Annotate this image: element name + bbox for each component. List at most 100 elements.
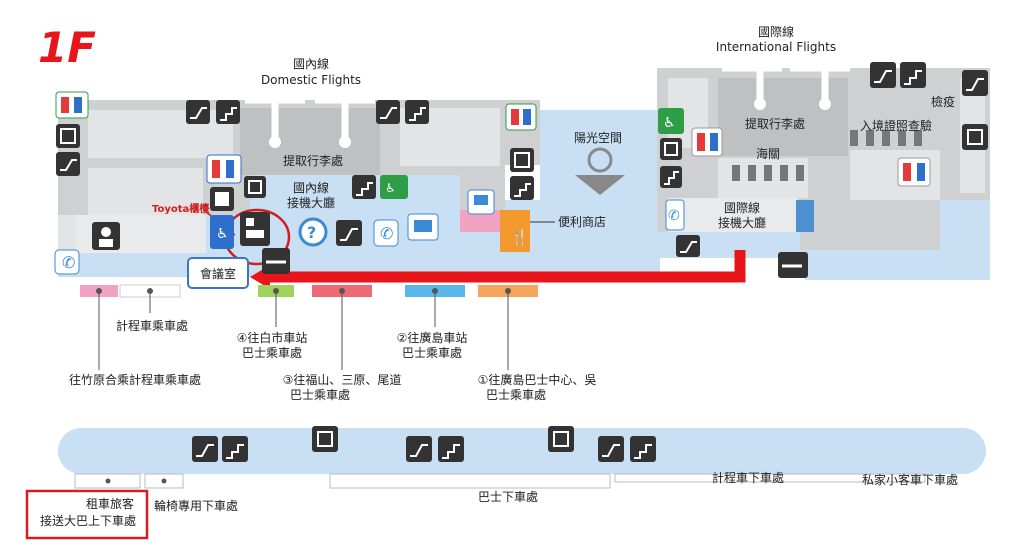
elevator-icon (962, 124, 988, 150)
svg-text:?: ? (307, 223, 316, 242)
rental-car-icon[interactable] (240, 212, 270, 246)
arrival-hall-domestic-2: 接機大廳 (287, 195, 335, 210)
restroom-icon (691, 127, 723, 157)
phone-icon[interactable]: ✆ (665, 199, 685, 231)
customs-label: 海關 (756, 146, 780, 161)
elevator-icon (510, 148, 534, 172)
baggage-claim-domestic: 提取行李處 (283, 153, 343, 168)
restaurant-icon[interactable]: 🍴 (505, 224, 529, 248)
accessible-restroom-icon: ♿ (658, 108, 684, 134)
domestic-carousels (245, 96, 375, 148)
bus2-line1: ②往廣島車站 (397, 330, 468, 345)
restroom-icon (206, 154, 242, 184)
bus1-line2: 巴士乘車處 (486, 388, 546, 402)
meeting-room[interactable] (187, 257, 249, 289)
stairs-icon (222, 436, 248, 462)
escalator-icon (186, 100, 210, 124)
sunlight-space-label: 陽光空間 (574, 131, 622, 145)
arrival-hall-intl-2: 接機大廳 (718, 215, 766, 230)
elevator-icon (244, 176, 266, 198)
taxi-dropoff-label: 計程車下車處 (712, 470, 784, 485)
international-title-en: International Flights (716, 40, 836, 54)
stop-markers (80, 284, 538, 298)
baggage-claim-intl: 提取行李處 (745, 116, 805, 131)
rental-line1: 租車旅客 (86, 496, 134, 511)
bus3-line2: 巴士乘車處 (290, 388, 350, 402)
bus2-line2: 巴士乘車處 (402, 346, 462, 360)
bus4-line1: ④往白市車站 (237, 330, 308, 345)
customs-booths (732, 130, 922, 181)
restroom-icon (55, 91, 89, 119)
restroom-icon: ♿ (380, 175, 408, 199)
intl-blue-column (796, 200, 814, 232)
svg-text:🍴: 🍴 (510, 228, 529, 246)
escalator-icon (56, 152, 80, 176)
quarantine-label: 檢疫 (931, 94, 955, 109)
restroom-icon (897, 157, 931, 187)
stairs-icon (630, 436, 656, 462)
dropoff-zones (74, 473, 926, 489)
phone-icon[interactable]: ✆ (373, 219, 399, 247)
domestic-title-zh: 國內線 (293, 56, 329, 71)
stairs-icon (900, 62, 926, 88)
escalator-icon (406, 436, 432, 462)
phone-icon[interactable]: ✆ (54, 249, 80, 275)
elevator-icon (312, 426, 338, 452)
international-title-zh: 國際線 (758, 24, 794, 39)
stairs-icon (438, 436, 464, 462)
elevator-icon (56, 124, 80, 148)
arrival-hall-intl-1: 國際線 (724, 200, 760, 215)
bus-dropoff-label: 巴士下車處 (478, 490, 538, 504)
bus3-line1: ③往福山、三原、尾道 (283, 372, 402, 387)
bus4-line2: 巴士乘車處 (242, 346, 302, 360)
stairs-icon (660, 166, 682, 188)
sunlight-space (575, 147, 625, 195)
escalator-icon (336, 220, 362, 246)
smoking-area-icon (778, 252, 808, 278)
escalator-icon (598, 436, 624, 462)
stairs-icon (216, 100, 240, 124)
svg-text:♿: ♿ (385, 181, 396, 195)
shared-taxi-label: 往竹原合乘計程車乘車處 (69, 372, 201, 387)
service-counter-icon (407, 213, 439, 241)
svg-text:♿: ♿ (663, 115, 676, 131)
immigration-label: 入境證照查驗 (860, 118, 932, 133)
escalator-icon (376, 100, 400, 124)
stairs-icon (405, 100, 429, 124)
international-carousels (722, 64, 850, 110)
arrival-hall-domestic-1: 國內線 (293, 180, 329, 195)
elevator-icon (660, 138, 682, 160)
restroom-icon (505, 103, 537, 131)
police-icon (92, 222, 120, 250)
stop-leaders (96, 288, 511, 370)
atm-icon[interactable] (467, 189, 495, 215)
bus1-line1: ①往廣島巴士中心、吳 (478, 372, 597, 387)
information-icon[interactable]: ? (298, 217, 328, 247)
escalator-icon (870, 62, 896, 88)
stairs-icon (352, 175, 376, 199)
taxi-pickup-label: 計程車乘車處 (116, 318, 188, 333)
elevator-icon (548, 426, 574, 452)
convenience-store-label: 便利商店 (558, 214, 606, 229)
floor-label: 1F (38, 23, 96, 72)
svg-text:✆: ✆ (62, 253, 75, 272)
stairs-icon (510, 176, 534, 200)
smoking-area-icon (262, 248, 290, 274)
wheelchair-dropoff-label: 輪椅專用下車處 (154, 498, 238, 513)
domestic-title-en: Domestic Flights (261, 73, 361, 87)
locker-icon (210, 187, 234, 211)
escalator-icon (192, 436, 218, 462)
toyota-counter-label: Toyota櫃檯 (152, 202, 209, 215)
svg-text:♿: ♿ (216, 226, 229, 242)
roadway (58, 428, 986, 474)
accessible-icon: ♿ (210, 215, 234, 249)
meeting-room-label: 會議室 (200, 266, 236, 281)
rental-line2: 接送大巴上下車處 (40, 513, 136, 528)
escalator-icon (962, 70, 988, 96)
svg-text:✆: ✆ (380, 224, 393, 243)
escalator-icon (676, 235, 700, 257)
svg-text:✆: ✆ (668, 208, 680, 224)
private-car-dropoff-label: 私家小客車下車處 (862, 472, 958, 487)
rental-highlight (25, 489, 149, 540)
